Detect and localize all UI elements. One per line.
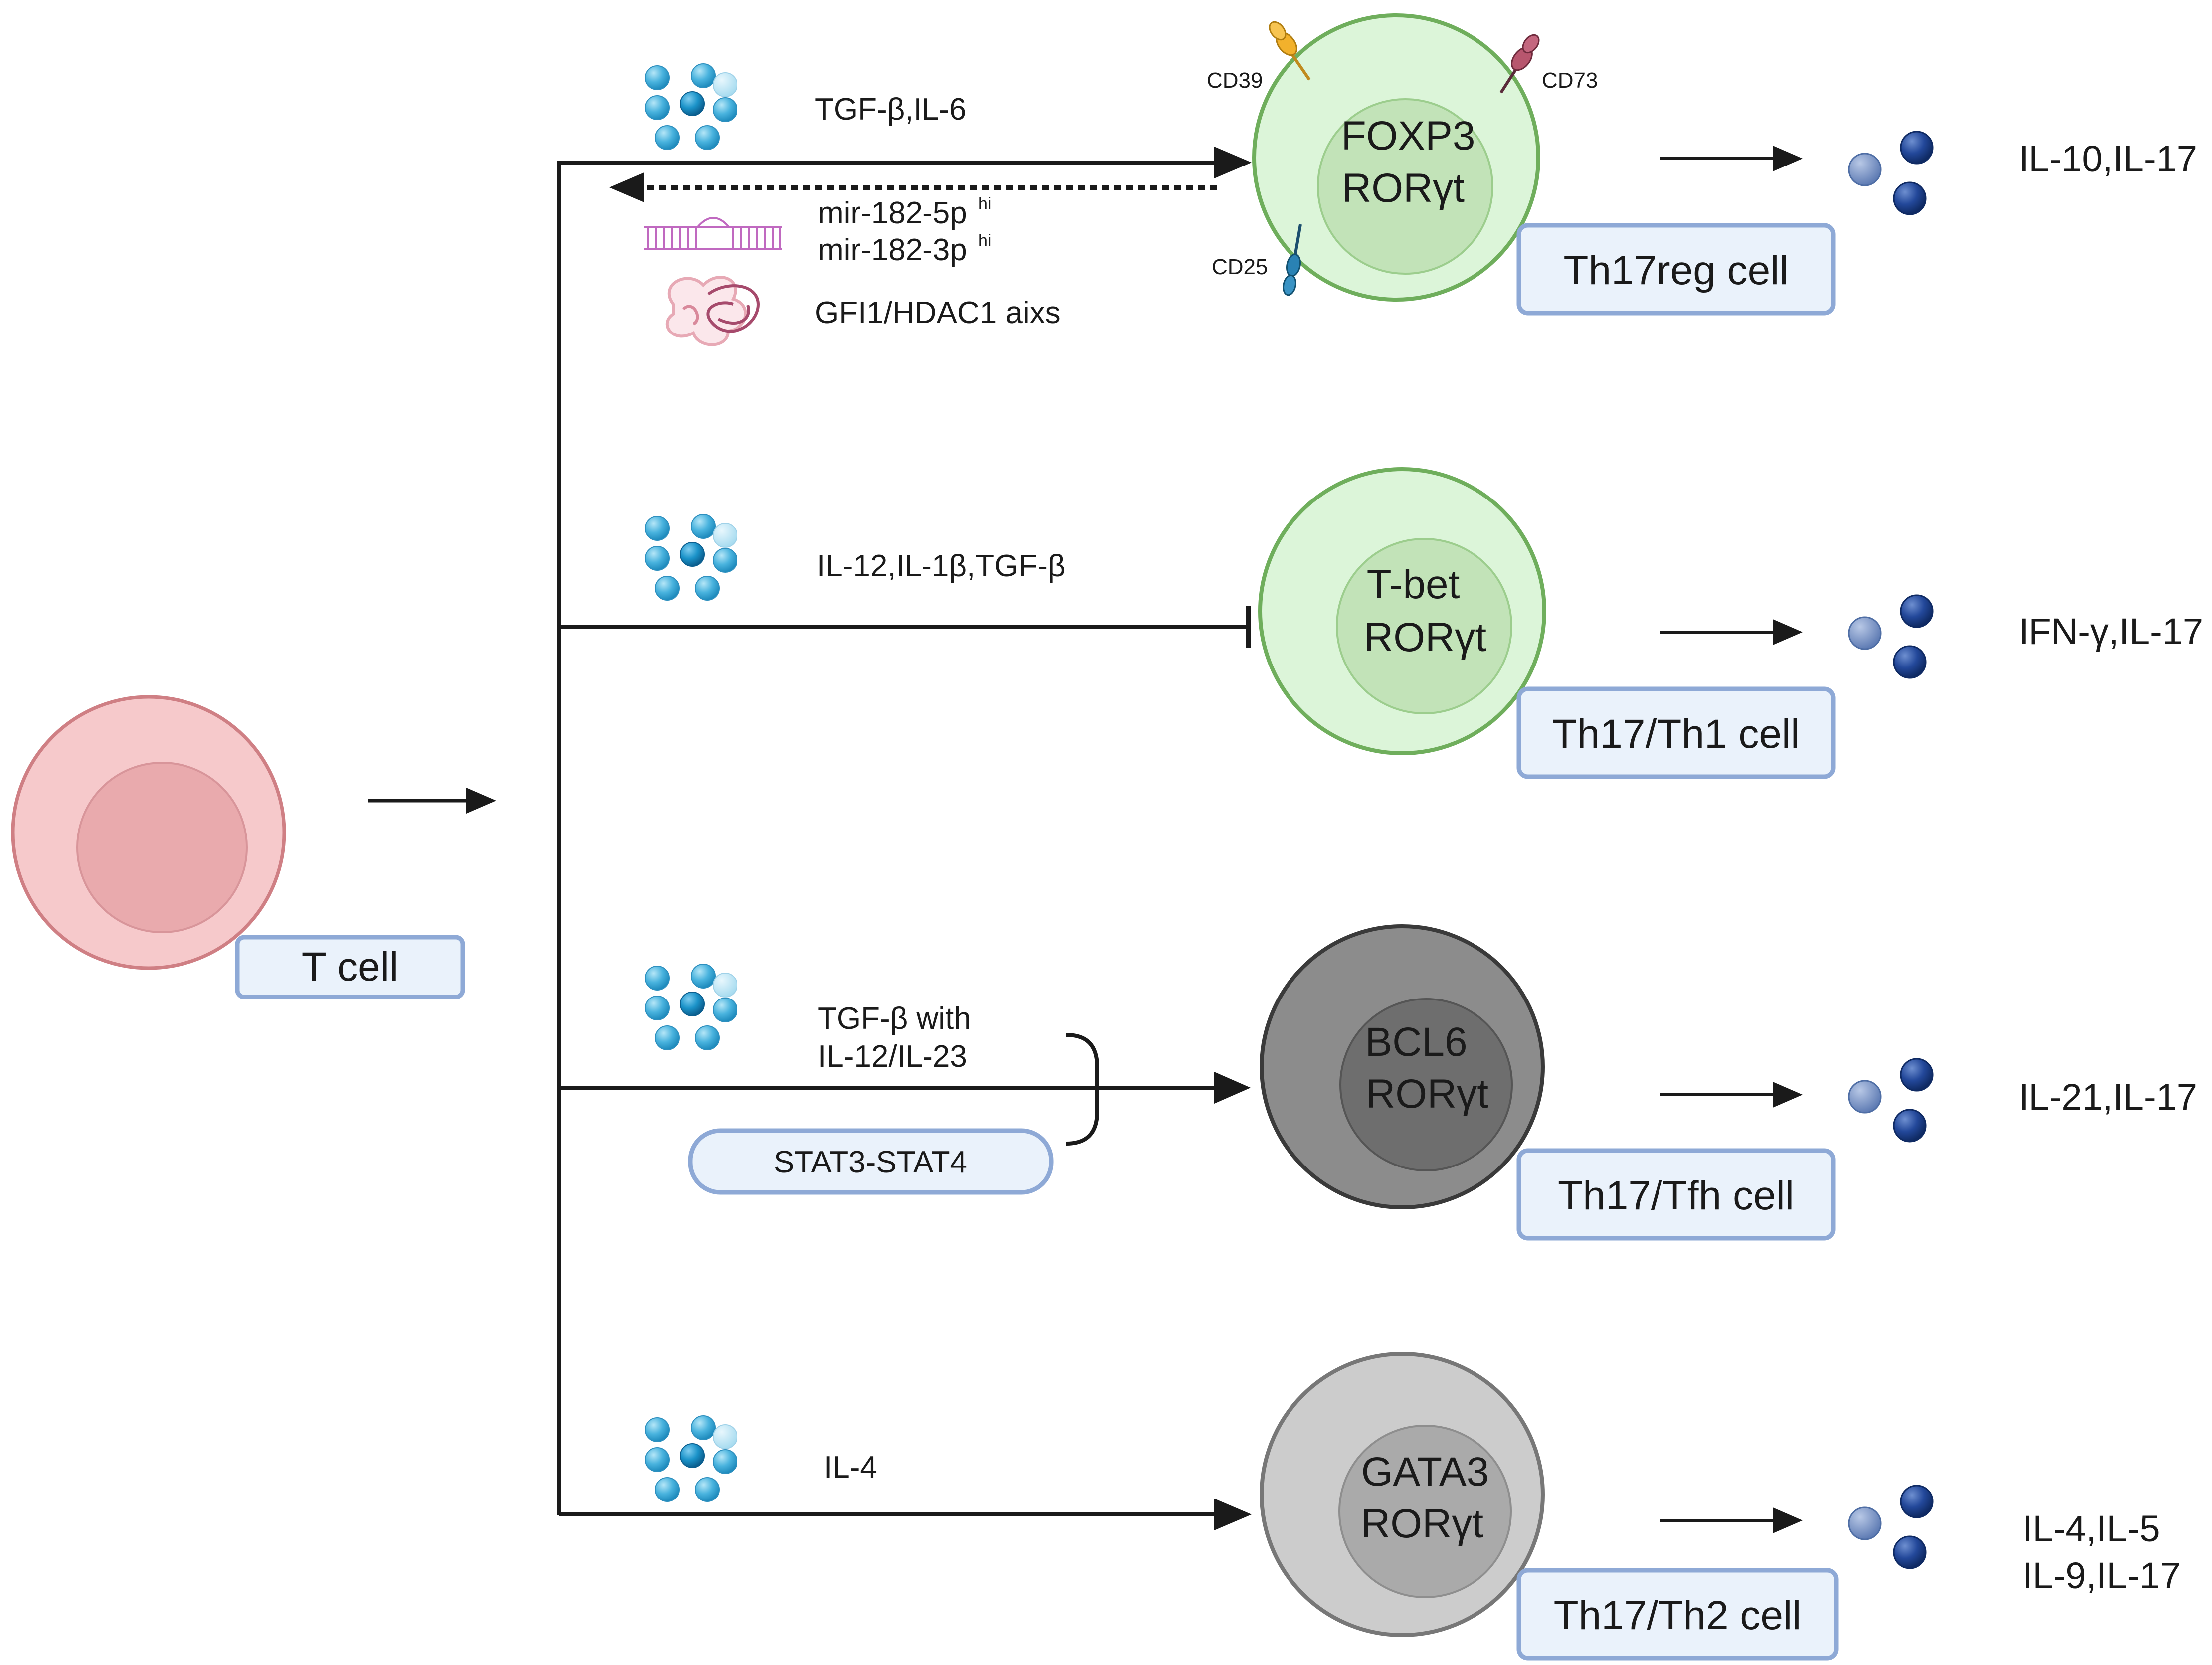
output-cytokine-icon	[1848, 1485, 1934, 1569]
nucleus-marker-2: RORγt	[1342, 166, 1465, 211]
signal-label-line1: TGF-β with	[818, 1001, 971, 1036]
mirna-3p-sup: hi	[978, 231, 991, 250]
protein-icon	[665, 276, 760, 346]
cell-label: Th17reg cell	[1563, 248, 1788, 293]
nucleus-marker-2: RORγt	[1361, 1501, 1483, 1546]
branch-th17th1: IL-12,IL-1β,TGF-β T-bet RORγt Th17/Th1 c…	[559, 467, 2203, 779]
cd39-label: CD39	[1207, 68, 1263, 93]
nucleus-marker-1: FOXP3	[1341, 113, 1475, 159]
cytokine-cluster-icon	[645, 964, 737, 1050]
mirna-5p-sup: hi	[978, 194, 991, 213]
output-cytokine-icon	[1848, 131, 1934, 215]
t-cell-label: T cell	[302, 944, 398, 990]
nucleus-marker-2: RORγt	[1364, 615, 1486, 660]
cd73-receptor-icon	[1499, 34, 1540, 94]
t-cell-label-box: T cell	[235, 935, 465, 999]
signal-label-line2: IL-12/IL-23	[818, 1039, 967, 1074]
nucleus-marker-1: GATA3	[1361, 1449, 1489, 1495]
signal-label: TGF-β,IL-6	[815, 92, 966, 127]
output-cytokine-icon	[1848, 1058, 1934, 1143]
cytokine-cluster-icon	[645, 1415, 737, 1502]
axis-label: GFI1/HDAC1 aixs	[815, 296, 1061, 330]
nucleus-marker-2: RORγt	[1366, 1071, 1488, 1117]
cd73-label: CD73	[1542, 68, 1598, 93]
output-label-1: IL-10,IL-17	[2019, 138, 2197, 179]
output-label-1: IFN-γ,IL-17	[2019, 611, 2203, 652]
cd25-label: CD25	[1212, 255, 1268, 279]
output-cytokine-icon	[1848, 594, 1934, 679]
nucleus-marker-1: T-bet	[1367, 562, 1460, 607]
mirna-5p-label: mir-182-5p	[818, 196, 967, 230]
signal-label: IL-12,IL-1β,TGF-β	[817, 549, 1066, 583]
cell-label: Th17/Th2 cell	[1554, 1593, 1802, 1638]
t-cell-arrow	[368, 788, 496, 814]
cd25-receptor-icon	[1283, 224, 1302, 296]
output-label-1: IL-21,IL-17	[2019, 1076, 2197, 1118]
nucleus-marker-1: BCL6	[1365, 1019, 1467, 1065]
branch-th17tfh: TGF-β with IL-12/IL-23 STAT3-STAT4 BCL6 …	[559, 924, 2197, 1241]
cell-label: Th17/Th1 cell	[1552, 711, 1800, 757]
branch-th17th2: IL-4 GATA3 RORγt Th17/Th2 cell IL-4,IL-5…	[559, 1352, 2181, 1661]
mirna-3p-label: mir-182-3p	[818, 233, 967, 267]
output-label-2: IL-9,IL-17	[2023, 1555, 2181, 1596]
output-label-1: IL-4,IL-5	[2023, 1508, 2160, 1549]
t-cell	[11, 695, 286, 970]
cytokine-cluster-icon	[645, 63, 737, 150]
signal-label: IL-4	[824, 1450, 877, 1485]
mirna-icon	[644, 217, 782, 250]
cell-label: Th17/Tfh cell	[1558, 1173, 1794, 1218]
cytokine-cluster-icon	[645, 514, 737, 601]
branch-th17reg: TGF-β,IL-6 mir-182-5p hi mir-182-3p hi	[559, 13, 2197, 346]
stat-pill-label: STAT3-STAT4	[774, 1145, 967, 1179]
cd39-receptor-icon	[1269, 21, 1311, 81]
